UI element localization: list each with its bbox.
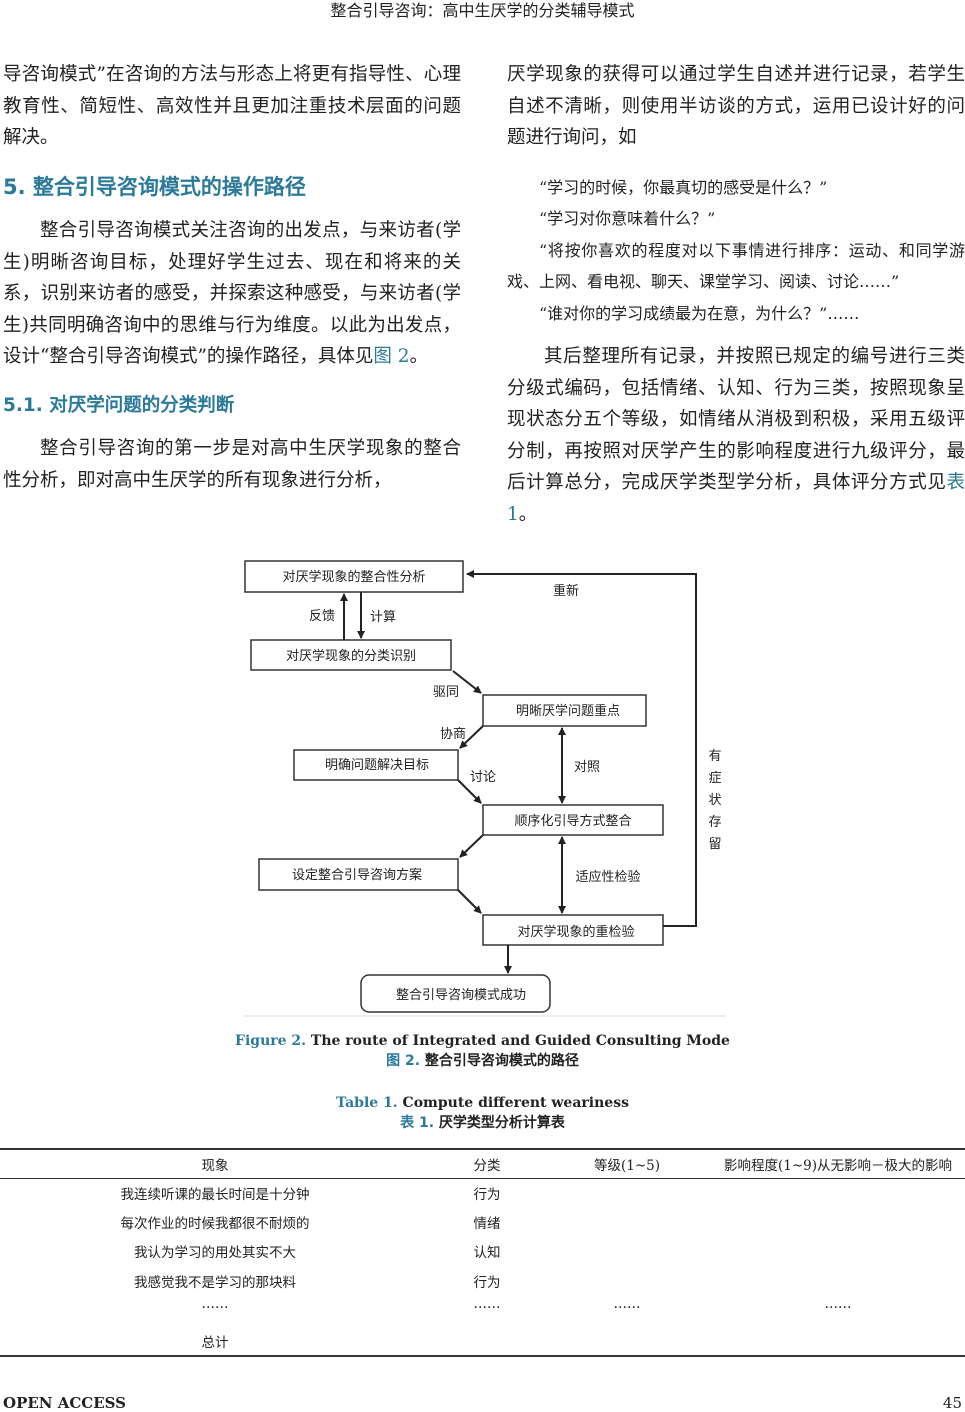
caption-text: 厌学类型分析计算表 [434, 1115, 565, 1131]
box-label: 对厌学现象的重检验 [517, 924, 634, 940]
interview-questions: “学习的时候，你最真切的感受是什么？” “学习对你意味着什么？” “将按你喜欢的… [507, 172, 965, 330]
caption-label: 表 1. [400, 1115, 435, 1131]
caption-text: The route of Integrated and Guided Consu… [306, 1033, 730, 1049]
arrow-negotiate [459, 725, 484, 749]
quote: “将按你喜欢的程度对以下事情进行排序：运动、和同学游戏、上网、看电视、聊天、课堂… [507, 240, 965, 292]
column-header: 分类 [473, 1158, 501, 1174]
figure-caption-en: Figure 2. The route of Integrated and Gu… [0, 1031, 965, 1051]
flowchart-figure: 对厌学现象的整合性分析 对厌学现象的分类识别 明晰厌学问题重点 明确问题解决目标… [243, 560, 726, 1017]
column-header: 现象 [201, 1158, 229, 1174]
box-label: 整合引导咨询模式成功 [396, 988, 526, 1003]
label-adapt: 适应性检验 [575, 869, 640, 885]
label-residual-char: 有 [708, 749, 721, 764]
box-clear-goal [293, 749, 459, 781]
arrow-drive [452, 670, 482, 694]
table-bottom-rule [0, 1355, 965, 1357]
paragraph-text: 其后整理所有记录，并按照已规定的编号进行三类分级式编码，包括情绪、认知、行为三类… [507, 346, 965, 494]
paragraph: 导咨询模式”在咨询的方法与形态上将更有指导性、心理教育性、简短性、高效性并且更加… [3, 64, 461, 148]
table-cell: 行为 [473, 1187, 501, 1203]
label-renew: 重新 [553, 583, 579, 599]
box-label: 对厌学现象的整合性分析 [282, 569, 425, 585]
quote: “学习对你意味着什么？” [539, 209, 716, 229]
right-column: 厌学现象的获得可以通过学生自述并进行记录，若学生自述不清晰，则使用半访谈的方式，… [507, 59, 965, 530]
flow-arrows [340, 570, 697, 974]
box-label: 明确问题解决目标 [325, 758, 429, 773]
quote: “学习的时候，你最真切的感受是什么？” [539, 177, 828, 197]
box-clarify-focus [482, 694, 647, 727]
quote: “谁对你的学习成绩最为在意，为什么？”…… [539, 303, 860, 323]
table-caption-en: Table 1. Compute different weariness [0, 1093, 965, 1113]
label-contrast: 对照 [574, 760, 600, 775]
label-drive: 驱同 [433, 685, 459, 700]
caption-text: Compute different weariness [397, 1095, 629, 1111]
table-top-rule [0, 1148, 965, 1150]
box-label: 对厌学现象的分类识别 [286, 648, 416, 664]
paragraph-text: 。 [518, 503, 538, 525]
section-heading-5-1: 5.1. 对厌学问题的分类判断 [3, 394, 235, 416]
caption-label: Figure 2. [235, 1033, 307, 1049]
arrow-recheck [457, 889, 482, 914]
paragraph: 整合引导咨询的第一步是对高中生厌学现象的整合性分析，即对高中生厌学的所有现象进行… [3, 438, 461, 491]
table-cell: 情绪 [473, 1216, 501, 1232]
section-heading-5: 5. 整合引导咨询模式的操作路径 [3, 174, 306, 199]
paragraph: 厌学现象的获得可以通过学生自述并进行记录，若学生自述不清晰，则使用半访谈的方式，… [507, 64, 965, 148]
table-cell: 认知 [473, 1245, 501, 1261]
paragraph: 其后整理所有记录，并按照已规定的编号进行三类分级式编码，包括情绪、认知、行为三类… [507, 341, 965, 530]
box-integrated-analysis [244, 560, 464, 593]
table-cell: …… [473, 1296, 501, 1312]
table-caption-zh: 表 1. 厌学类型分析计算表 [0, 1113, 965, 1133]
caption-text: 整合引导咨询模式的路径 [420, 1053, 579, 1069]
arrow-plan [459, 834, 484, 858]
box-classification [250, 639, 452, 671]
arrow-discuss [457, 779, 482, 804]
table-cell: 行为 [473, 1275, 501, 1291]
running-head: 整合引导咨询：高中生厌学的分类辅导模式 [330, 1, 635, 20]
table-cell: 我连续听课的最长时间是十分钟 [120, 1187, 310, 1203]
column-header: 等级(1~5) [593, 1158, 661, 1174]
paragraph-text: 整合引导咨询模式关注咨询的出发点，与来访者(学生)明晰咨询目标，处理好学生过去、… [3, 220, 461, 367]
table-cell: …… [613, 1296, 641, 1312]
label-compute: 计算 [370, 610, 396, 625]
box-label: 设定整合引导咨询方案 [292, 867, 422, 883]
table-cell: …… [201, 1296, 229, 1312]
box-set-plan [258, 858, 459, 891]
label-residual-char: 存 [708, 815, 721, 830]
paragraph-text: 。 [409, 346, 429, 367]
left-column: 导咨询模式”在咨询的方法与形态上将更有指导性、心理教育性、简短性、高效性并且更加… [3, 59, 461, 496]
label-negotiate: 协商 [440, 727, 466, 742]
label-residual-char: 留 [708, 837, 721, 852]
box-recheck [482, 914, 664, 946]
figure-caption-zh: 图 2. 整合引导咨询模式的路径 [0, 1051, 965, 1071]
table-cell: 每次作业的时候我都很不耐烦的 [120, 1216, 310, 1232]
caption-label: 图 2. [386, 1053, 421, 1069]
figure-2-link[interactable]: 图 2 [373, 346, 410, 367]
box-success [360, 974, 551, 1013]
table-cell: 我认为学习的用处其实不大 [134, 1245, 296, 1261]
box-sequencing [482, 804, 664, 836]
table-cell: …… [824, 1296, 852, 1312]
page-number: 45 [942, 1394, 962, 1412]
table-cell: 我感觉我不是学习的那块料 [134, 1275, 296, 1291]
label-residual-char: 症 [708, 771, 721, 786]
paragraph: 整合引导咨询模式关注咨询的出发点，与来访者(学生)明晰咨询目标，处理好学生过去、… [3, 215, 461, 373]
table-cell: 总计 [201, 1335, 229, 1351]
column-header: 影响程度(1~9)从无影响－极大的影响 [723, 1158, 953, 1174]
label-residual-char: 状 [708, 793, 721, 808]
table-header-rule [0, 1178, 965, 1179]
box-label: 明晰厌学问题重点 [516, 703, 620, 719]
caption-label: Table 1. [336, 1095, 398, 1111]
footer-open-access: OPEN ACCESS [3, 1394, 126, 1412]
table-1-link[interactable]: 表 1 [507, 472, 965, 525]
box-label: 顺序化引导方式整合 [514, 813, 631, 829]
arrow-renew-loop [466, 570, 697, 927]
label-feedback: 反馈 [309, 609, 335, 624]
label-discuss: 讨论 [470, 770, 496, 785]
